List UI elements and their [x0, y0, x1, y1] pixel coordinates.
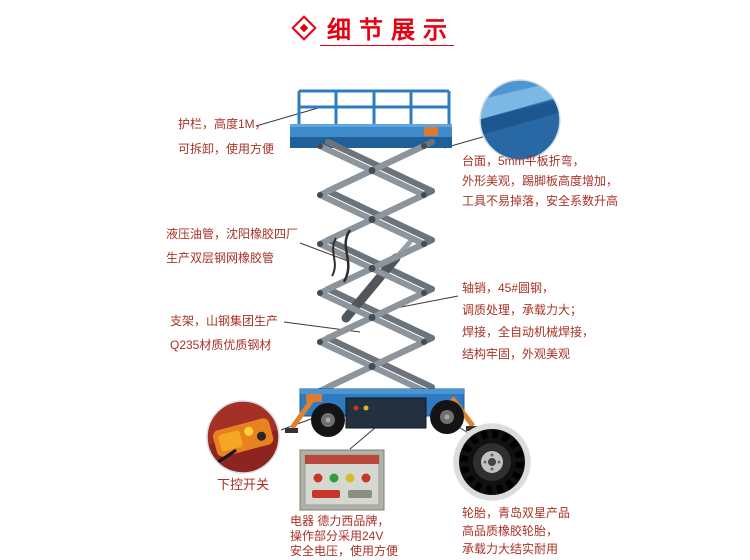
- hydraulic-hose: [331, 229, 352, 283]
- page-title: 细节展示: [327, 17, 455, 44]
- platform-detail-photo: [480, 80, 560, 160]
- wheel-right: [430, 400, 464, 434]
- wheel-left: [311, 403, 345, 437]
- platform-deck: [290, 124, 452, 148]
- callout-platform: 台面，5mm平板折弯， 外形美观，踢脚板高度增加， 工具不易掉落，安全系数升高: [462, 154, 619, 208]
- electrical-box-photo: [299, 449, 385, 511]
- callout-lower-control: 下控开关: [217, 477, 270, 492]
- guardrail: [297, 89, 451, 127]
- callout-support-frame: 支架，山钢集团生产 Q235材质优质钢材: [170, 314, 279, 352]
- tire-photo: [454, 424, 530, 500]
- remote-control-photo: [207, 401, 279, 473]
- callout-hydraulic-hose: 液压油管，沈阳橡胶四厂 生产双层钢网橡胶管: [166, 227, 299, 265]
- tire-photo-ring: [453, 423, 531, 501]
- platform-detail-photo-ring: [479, 79, 561, 161]
- callout-guardrail: 护栏，高度1M， 可拆卸，使用方便: [178, 117, 275, 156]
- title-underline: [320, 45, 454, 46]
- page-header: 细节展示: [0, 10, 750, 45]
- callout-axle-pin: 轴销，45#圆钢， 调质处理，承载力大； 焊接，全自动机械焊接， 结构牢固，外观…: [462, 281, 595, 361]
- callout-tire: 轮胎，青岛双星产品 高品质橡胶轮胎， 承载力大结实耐用: [462, 506, 571, 556]
- remote-control-photo-ring: [206, 400, 280, 474]
- base-control-box: [345, 397, 427, 429]
- base-chassis: [299, 388, 465, 429]
- callout-electrical: 电器 德力西品牌， 操作部分采用24V 安全电压，使用方便: [290, 514, 399, 558]
